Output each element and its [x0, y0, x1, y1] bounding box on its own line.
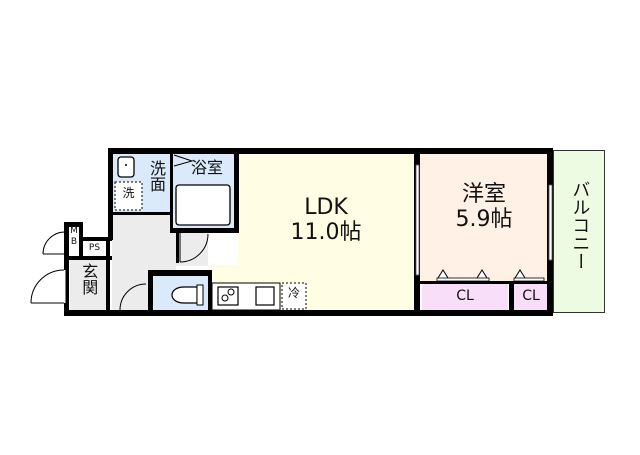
wall-entrance-right — [106, 240, 110, 312]
wall-entrance-top — [64, 256, 112, 260]
wall-left-upper — [108, 148, 113, 240]
closet-door-small — [513, 277, 545, 282]
wall-bath-bottom — [172, 228, 239, 233]
entrance-name: 玄関 — [79, 263, 99, 295]
western-room-size: 5.9帖 — [455, 207, 513, 233]
wall-bottom — [64, 310, 553, 316]
fridge-space-icon — [281, 282, 307, 310]
fridge-label: 冷 — [287, 286, 300, 300]
mb-door-swing-icon — [42, 231, 66, 255]
western-room-label: 洋室 5.9帖 — [420, 182, 548, 233]
ldk-label: LDK 11.0帖 — [238, 195, 414, 246]
mb-label: M B — [69, 226, 79, 248]
closet-small-floor — [514, 284, 548, 310]
closet-large-label: CL — [456, 288, 474, 304]
balcony-label: バルコニー — [553, 180, 605, 270]
ldk-name: LDK — [304, 195, 348, 220]
wash-basin-icon — [117, 156, 135, 178]
entrance-label: 玄関 — [70, 263, 106, 295]
bath-door-icon — [173, 154, 194, 167]
ldk-door-swing-icon — [179, 233, 209, 263]
entrance-door-swing-icon — [30, 269, 65, 304]
mb-label-bottom: B — [70, 237, 78, 247]
washer-label: 洗 — [122, 186, 135, 200]
ldk-size: 11.0帖 — [290, 220, 362, 246]
bathtub-icon — [175, 184, 231, 226]
balcony-floor — [553, 150, 605, 313]
wall-toilet-top — [148, 270, 212, 276]
wall-wash-bottom — [110, 212, 172, 215]
washer-space-icon — [114, 181, 143, 211]
closet-large-floor — [422, 284, 508, 310]
washroom-label: 洗面 — [144, 160, 168, 192]
wall-toilet-left — [148, 270, 153, 312]
wall-ps-top — [80, 237, 112, 241]
balcony-window-icon — [548, 184, 553, 261]
toilet-door-swing-icon — [119, 283, 147, 311]
wall-toilet-right — [208, 270, 212, 312]
western-room-floor — [420, 154, 548, 282]
wall-ldk-left — [234, 148, 239, 228]
wall-closet-top — [418, 281, 550, 284]
toilet-icon — [171, 286, 198, 304]
sliding-door-icon — [415, 164, 420, 276]
entrance-floor — [70, 260, 110, 310]
closet-door-large — [436, 277, 490, 282]
hallway-floor-2 — [176, 230, 208, 266]
washroom-name: 洗面 — [147, 160, 166, 192]
wall-top — [108, 148, 553, 154]
balcony-name: バルコニー — [569, 180, 591, 270]
sink-icon — [255, 286, 275, 306]
wall-mb-right — [79, 222, 83, 258]
wall-bath-left — [170, 148, 173, 233]
closet-small-label: CL — [522, 288, 540, 304]
ps-label: PS — [88, 243, 101, 253]
wall-hall-divider — [176, 233, 179, 263]
wall-closet-divider — [509, 281, 514, 313]
stove-icon — [217, 286, 239, 306]
mb-label-top: M — [70, 226, 78, 236]
wall-mb-top — [64, 222, 80, 227]
bathroom-label: 浴室 — [190, 158, 223, 177]
wall-mb-left — [64, 222, 69, 316]
western-room-name: 洋室 — [461, 182, 506, 207]
